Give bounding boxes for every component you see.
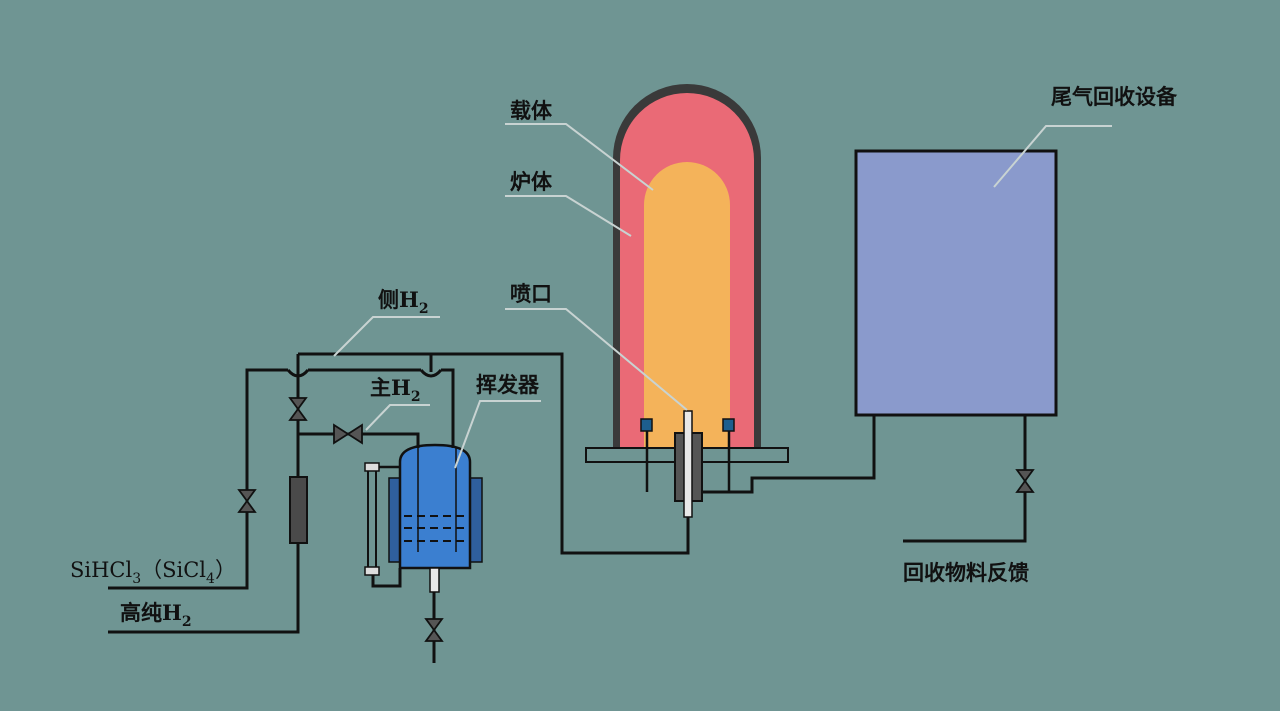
flowmeter xyxy=(289,476,308,544)
valve-main-h2[interactable] xyxy=(333,423,363,445)
pipe-furnace-exhaust xyxy=(702,415,876,494)
level-gauge-link-bottom xyxy=(371,568,402,588)
label-feed-s2: 4 xyxy=(206,571,215,587)
label-pure-h2: 高纯H2 xyxy=(120,600,192,630)
level-gauge-cap-bottom xyxy=(364,566,380,576)
leader-carrier xyxy=(505,123,654,191)
pipe-hop-2 xyxy=(419,368,443,378)
evaporator-liquid xyxy=(404,515,466,542)
label-main-h2-main: 主H xyxy=(370,375,411,400)
pipe-sihcl3-feed xyxy=(108,368,288,590)
label-side-h2-main: 侧H xyxy=(378,287,419,312)
label-pure-h2-main: 高纯H xyxy=(120,600,182,625)
pipe-pure-h2 xyxy=(108,354,300,634)
evaporator-vessel xyxy=(398,443,472,570)
valve-sihcl3[interactable] xyxy=(237,489,257,513)
nozzle-tube xyxy=(683,410,693,518)
electrode-right xyxy=(722,418,735,432)
leader-side-h2 xyxy=(333,316,440,357)
pipe-to-evaporator-top xyxy=(441,368,455,448)
label-feed-p3: ） xyxy=(215,558,236,582)
evaporator-assembly xyxy=(364,443,483,593)
leader-lines xyxy=(333,123,1112,469)
evaporator-jacket-right xyxy=(469,477,483,563)
leader-evaporator xyxy=(454,400,541,469)
pipe-recycle xyxy=(903,415,1027,543)
exhaust-recovery-unit xyxy=(854,149,1058,417)
label-nozzle: 喷口 xyxy=(510,281,552,306)
label-feed-p1: SiHCl xyxy=(70,558,132,582)
label-recycle-feedback: 回收物料反馈 xyxy=(903,560,1029,585)
label-pure-h2-sub: 2 xyxy=(182,614,192,630)
leader-exhaust xyxy=(993,125,1112,188)
label-main-h2-sub: 2 xyxy=(411,389,421,405)
label-feed: SiHCl3（SiCl4） xyxy=(70,558,236,587)
furnace-assembly xyxy=(585,84,789,518)
valve-pure-h2[interactable] xyxy=(288,397,308,421)
label-exhaust-unit: 尾气回收设备 xyxy=(1051,84,1178,109)
valve-recycle[interactable] xyxy=(1015,469,1035,493)
label-furnace: 炉体 xyxy=(510,169,553,194)
piping xyxy=(108,352,1027,663)
leader-furnace xyxy=(505,195,632,237)
label-carrier: 载体 xyxy=(510,98,553,123)
label-main-h2: 主H2 xyxy=(370,375,421,405)
label-feed-p2: （SiCl xyxy=(141,558,206,582)
label-side-h2-sub: 2 xyxy=(419,301,429,317)
valve-drain[interactable] xyxy=(424,618,444,642)
pipe-side-h2 xyxy=(298,352,690,555)
label-evaporator: 挥发器 xyxy=(476,372,540,397)
label-feed-s1: 3 xyxy=(132,571,141,587)
electrode-left xyxy=(640,418,653,432)
carrier-core xyxy=(644,162,730,448)
level-gauge-cap-top xyxy=(364,462,380,472)
leader-nozzle xyxy=(505,308,688,411)
evaporator-drain-stub xyxy=(429,567,440,593)
leader-main-h2 xyxy=(365,404,430,431)
label-side-h2: 侧H2 xyxy=(378,287,429,317)
